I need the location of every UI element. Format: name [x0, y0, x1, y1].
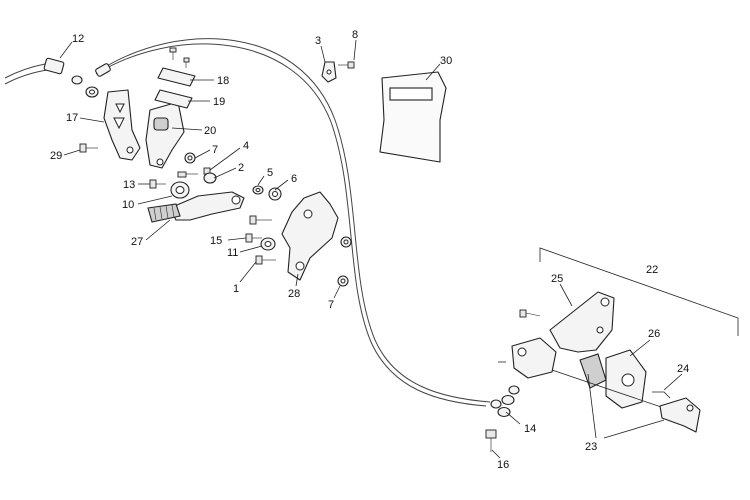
mount-hole	[686, 404, 694, 412]
nut-7a	[184, 152, 196, 164]
callout-12: 12	[72, 33, 84, 45]
callout-6: 6	[291, 173, 297, 185]
callout-3: 3	[315, 35, 321, 47]
support-hole-2	[596, 326, 604, 334]
bracket-hole	[156, 158, 164, 166]
callout-1: 1	[233, 283, 239, 295]
heel-guard-slot-2	[113, 117, 125, 130]
control-cable	[99, 38, 491, 403]
bolt-25	[519, 309, 541, 318]
callout-30: 30	[440, 55, 452, 67]
washers-12	[71, 75, 99, 98]
gasket-19	[154, 89, 193, 109]
wire-clip-24	[652, 391, 671, 399]
nut-7b	[337, 275, 349, 287]
callout-labels: 12 18 19 17 20 29 7 4 2 13 10 5 6 27 15 …	[50, 29, 689, 471]
mounting-bracket	[145, 101, 185, 169]
spacer-10	[170, 181, 190, 199]
callout-29: 29	[50, 150, 62, 162]
callout-7b: 7	[328, 299, 334, 311]
callout-18: 18	[217, 75, 229, 87]
bolt-4-set	[177, 167, 217, 184]
callout-4: 4	[243, 140, 249, 152]
callout-28: 28	[288, 288, 300, 300]
bolt-13	[149, 179, 166, 189]
through-pin	[551, 369, 671, 411]
group-bracket-22	[539, 247, 739, 336]
clip-3	[321, 61, 337, 83]
actuator-port	[517, 347, 527, 357]
cable-sleeve	[95, 63, 111, 77]
callout-7a: 7	[212, 144, 218, 156]
pouch-window	[389, 87, 433, 101]
foot-peg-rubber	[147, 203, 181, 223]
callout-24: 24	[677, 363, 689, 375]
callout-10: 10	[122, 199, 134, 211]
bolt-upper	[249, 215, 272, 225]
pad-block	[579, 353, 607, 389]
callout-20: 20	[204, 125, 216, 137]
support-hole-1	[600, 297, 610, 307]
heel-guard-hole	[126, 146, 134, 154]
callout-8: 8	[352, 29, 358, 41]
footrest-plate	[281, 191, 339, 281]
sensor-cable-2	[4, 69, 48, 85]
callout-27: 27	[131, 236, 143, 248]
nut-right-upper	[340, 236, 352, 248]
callout-15: 15	[210, 235, 222, 247]
callout-17: 17	[66, 112, 78, 124]
frame-window	[621, 373, 635, 387]
spacer-11	[260, 237, 276, 251]
callout-19: 19	[213, 96, 225, 108]
bolt-15	[245, 233, 262, 243]
bracket-boss	[153, 117, 169, 131]
mount-plate-23	[659, 397, 701, 433]
callout-16: 16	[497, 459, 509, 471]
bolt-29	[79, 143, 98, 153]
bolt-1	[255, 255, 276, 265]
sensor-cable	[4, 63, 46, 79]
control-cable-outer	[95, 43, 487, 407]
screw-top	[169, 47, 190, 68]
callout-25: 25	[551, 273, 563, 285]
cable-end-fitting	[43, 57, 65, 75]
document-pouch	[379, 71, 447, 163]
plate-hole-2	[295, 261, 305, 271]
support-plate-25	[549, 291, 615, 353]
callout-23: 23	[585, 441, 597, 453]
heel-guard-slot-1	[115, 103, 125, 114]
cover-plate-18	[157, 67, 196, 87]
lever-pivot	[231, 195, 241, 205]
gear-lever	[169, 191, 245, 221]
callout-14: 14	[524, 423, 536, 435]
nut-6	[268, 187, 282, 201]
actuator-body	[511, 337, 557, 379]
heel-guard-plate	[103, 89, 141, 161]
callout-26: 26	[648, 328, 660, 340]
banjo-bolt-16	[485, 429, 497, 452]
leader-lines	[59, 39, 683, 459]
callout-2: 2	[238, 162, 244, 174]
washer-stack-14	[490, 385, 520, 418]
callout-22: 22	[646, 264, 658, 276]
plate-hole-1	[303, 209, 313, 219]
washer-5	[252, 185, 264, 195]
screw-8	[338, 61, 355, 69]
callout-13: 13	[123, 179, 135, 191]
callout-11: 11	[227, 247, 238, 259]
callout-5: 5	[267, 167, 273, 179]
